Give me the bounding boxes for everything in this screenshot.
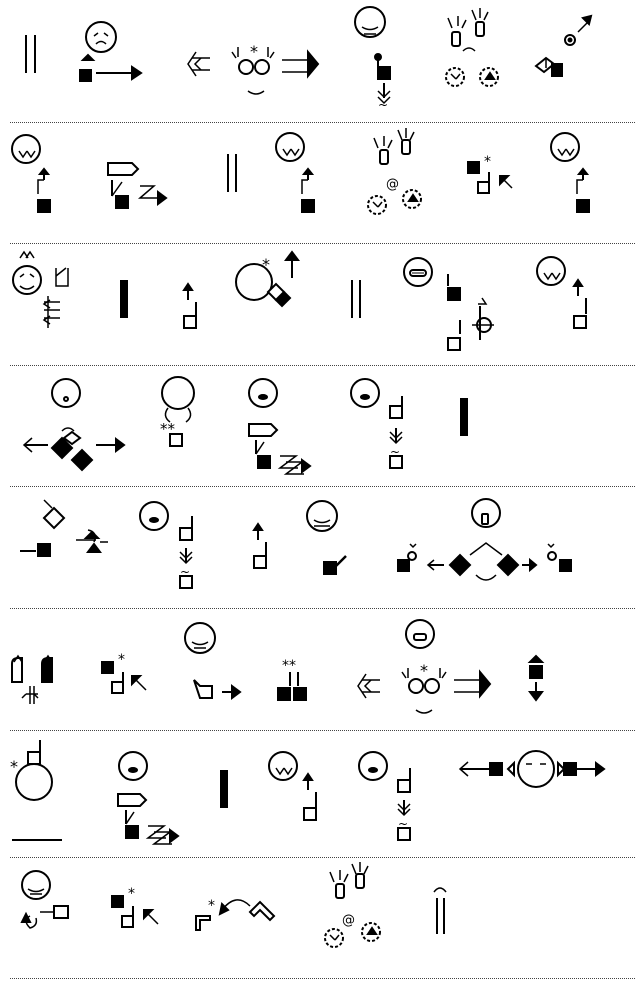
svg-text:*: *	[128, 886, 135, 902]
sign-face-hands-circle	[403, 257, 494, 351]
sign-two-hands-diverging: *	[187, 42, 320, 95]
sign-hand-up-arrow	[252, 522, 267, 569]
sign-face-hand-touch	[306, 500, 347, 575]
sign-diamond-hand-rotation	[20, 499, 108, 557]
sign-double-square-star: **	[277, 658, 307, 701]
sign-face-sideways-arrows	[458, 750, 606, 788]
sign-hand-star-curve-arrow: *	[195, 898, 276, 931]
svg-text:*: *	[262, 255, 270, 274]
svg-text:*: *	[118, 652, 125, 668]
sign-face-hand-circular	[20, 870, 69, 929]
sign-double-bar	[25, 35, 36, 73]
svg-text:~: ~	[180, 565, 190, 579]
svg-text:*: *	[250, 42, 258, 61]
svg-text:*: *	[208, 898, 215, 914]
svg-text:@: @	[342, 913, 355, 928]
sign-two-hands-star-diagonal: *	[101, 652, 147, 694]
sign-face-hand-down: ~	[139, 501, 193, 589]
sign-face-contact-arrow	[79, 21, 143, 82]
sign-two-hands-diverging: *	[357, 619, 492, 714]
row-separator	[10, 978, 635, 979]
sign-face-wave-hand	[12, 250, 69, 328]
sign-face-hand-down: ~	[354, 6, 391, 112]
row-separator	[10, 608, 635, 609]
sign-face-hand-up	[275, 132, 315, 213]
sign-face-hand-arrow	[184, 622, 242, 700]
sign-thick-bar	[460, 398, 468, 436]
sign-face-hand-up	[268, 751, 317, 821]
sign-two-thumbs-contact	[11, 654, 53, 704]
row-separator	[10, 122, 635, 123]
svg-text:*: *	[484, 154, 491, 170]
sign-face-hand-up	[11, 134, 51, 213]
sign-face-hand-zigzag	[248, 378, 312, 475]
sign-face-diamond-hands	[22, 378, 126, 472]
sign-circle-star-hand: *	[235, 250, 300, 308]
sign-hand-up-arrow	[182, 282, 197, 329]
sign-hand-diagonal-arrow	[534, 14, 593, 77]
row-separator	[10, 365, 635, 366]
sign-hand-zigzag	[107, 162, 168, 209]
sign-star-circle-body: *	[10, 740, 62, 841]
sign-thick-bar	[120, 280, 128, 318]
row-separator	[10, 730, 635, 731]
sign-two-hands-star-diagonal: *	[111, 886, 159, 928]
sign-shaking-hands-circles: @	[324, 862, 381, 948]
row-separator	[10, 486, 635, 487]
svg-text:@: @	[386, 177, 399, 192]
sign-thick-bar	[220, 770, 228, 808]
sign-double-bar	[351, 280, 361, 318]
sign-face-hand-down: ~	[358, 751, 411, 841]
sign-head-body-contact: **	[160, 376, 195, 447]
svg-text:~: ~	[390, 445, 400, 459]
sign-face-hand-down: ~	[350, 378, 403, 469]
svg-text:~: ~	[378, 98, 388, 112]
sign-shaking-hands-circles: @	[367, 128, 422, 215]
sign-face-hand-zigzag	[117, 751, 180, 845]
sign-vertical-arrows	[527, 654, 545, 702]
row-separator	[10, 243, 635, 244]
sign-double-bar	[227, 154, 237, 192]
svg-text:~: ~	[398, 817, 408, 831]
sign-shaking-hands-circles	[445, 8, 499, 87]
sign-face-hand-up	[536, 256, 587, 329]
sign-double-bar-arc	[433, 887, 447, 934]
svg-text:*: *	[420, 661, 428, 680]
sign-two-hands-star-diagonal: *	[467, 154, 513, 194]
svg-text:**: **	[282, 658, 296, 674]
row-separator	[10, 857, 635, 858]
svg-text:*: *	[10, 757, 18, 776]
sign-face-diamonds-arrows	[397, 498, 572, 581]
sign-face-hand-up	[550, 132, 590, 213]
